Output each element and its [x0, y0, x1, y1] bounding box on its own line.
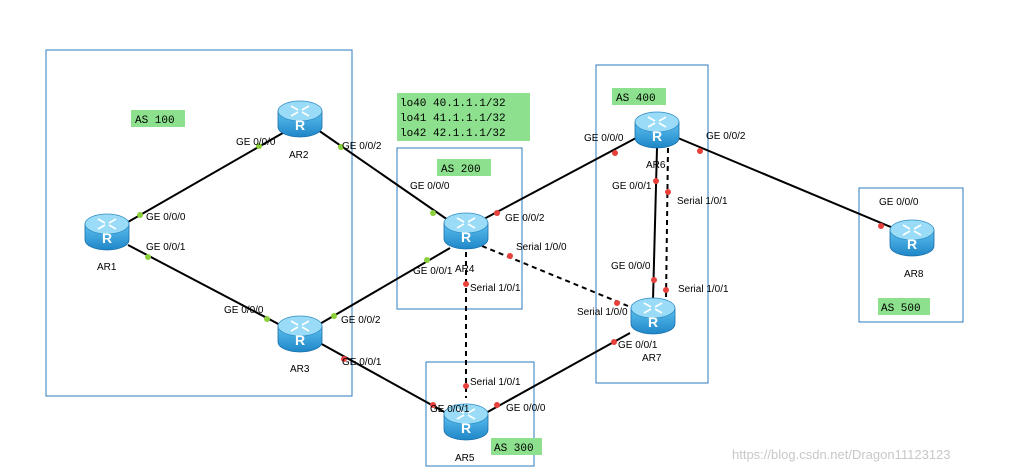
ar3-ge002-label: GE 0/0/2: [341, 315, 381, 326]
ar4-router-icon[interactable]: [443, 212, 489, 250]
as300-label: AS 300: [494, 443, 534, 455]
ar4-ge000-dot: [430, 210, 436, 216]
ar4-ge002-dot: [494, 210, 500, 216]
ar6-ge002-label: GE 0/0/2: [706, 131, 746, 142]
ar5-ge000-dot: [494, 402, 500, 408]
ar1-label: AR1: [97, 262, 117, 273]
ar3-label: AR3: [290, 364, 310, 375]
as100-label: AS 100: [135, 115, 175, 127]
link-ar6-ar8: [677, 137, 899, 231]
link-ar4-ar6: [481, 137, 637, 221]
ar3-ge002-dot: [331, 313, 337, 319]
ar5-s101-dot: [463, 383, 469, 389]
ar4-s101-label: Serial 1/0/1: [470, 283, 521, 294]
ar7-s100-label: Serial 1/0/0: [577, 307, 628, 318]
ar5-ge001-label: GE 0/0/1: [430, 404, 470, 415]
watermark: https://blog.csdn.net/Dragon11123123: [732, 447, 951, 462]
link-ar6-ar7-serial: [665, 147, 669, 301]
link-ar1-ar3: [127, 244, 287, 329]
ar6-ge001-label: GE 0/0/1: [612, 181, 652, 192]
ar4-ge001-label: GE 0/0/1: [413, 266, 453, 277]
ar7-s101-dot: [663, 287, 669, 293]
ar1-ge000-label: GE 0/0/0: [146, 212, 186, 223]
ar3-ge000-label: GE 0/0/0: [224, 305, 264, 316]
as200-box: [396, 147, 523, 310]
as500-label: AS 500: [881, 303, 921, 315]
ar6-ge000-dot: [612, 150, 618, 156]
link-ar4-ar7-serial: [481, 245, 629, 307]
ar4-s100-dot: [507, 253, 513, 259]
ar4-label: AR4: [455, 264, 475, 275]
ar8-label: AR8: [904, 269, 924, 280]
ar1-router-icon[interactable]: [84, 213, 130, 251]
link-ar3-ar4: [317, 247, 451, 326]
ar7-ge001-dot: [611, 339, 617, 345]
ar4-s101-dot: [463, 281, 469, 287]
ar3-router-icon[interactable]: [277, 315, 323, 353]
as400-label: AS 400: [616, 93, 656, 105]
ar8-router-icon[interactable]: [889, 219, 935, 257]
link-ar5-ar7: [483, 332, 631, 415]
ar5-label: AR5: [455, 453, 475, 464]
ar1-ge001-dot: [145, 254, 151, 260]
ar1-ge000-dot: [137, 212, 143, 218]
loopback-line-2: lo41 41.1.1.1/32: [400, 113, 506, 125]
as400-box: [595, 64, 709, 384]
ar2-ge000-label: GE 0/0/0: [236, 137, 276, 148]
as300-box: [425, 361, 535, 467]
ar5-ge001-dot: [430, 402, 436, 408]
as200-label: AS 200: [441, 164, 481, 176]
ar4-ge000-label: GE 0/0/0: [410, 181, 450, 192]
ar6-ge000-label: GE 0/0/0: [584, 133, 624, 144]
link-ar2-ar4: [317, 129, 449, 221]
ar7-ge000-dot: [651, 277, 657, 283]
ar6-ge002-dot: [697, 148, 703, 154]
ar6-label: AR6: [646, 160, 666, 171]
ar3-ge000-dot: [264, 316, 270, 322]
ar7-label: AR7: [642, 353, 662, 364]
ar3-ge001-label: GE 0/0/1: [342, 357, 382, 368]
as500-box: [858, 187, 964, 323]
ar2-label: AR2: [289, 150, 309, 161]
ar6-s101-label: Serial 1/0/1: [677, 196, 728, 207]
ar5-s101-label: Serial 1/0/1: [470, 377, 521, 388]
loopback-box: [397, 93, 530, 141]
ar3-ge001-dot: [341, 356, 347, 362]
ar7-router-icon[interactable]: [630, 297, 676, 335]
ar2-ge000-dot: [256, 143, 262, 149]
ar1-ge001-label: GE 0/0/1: [146, 242, 186, 253]
loopback-line-1: lo40 40.1.1.1/32: [400, 98, 506, 110]
ar2-ge002-label: GE 0/0/2: [342, 141, 382, 152]
loopback-line-3: lo42 42.1.1.1/32: [400, 128, 506, 140]
ar2-ge002-dot: [338, 144, 344, 150]
ar7-s100-dot: [614, 300, 620, 306]
ar7-ge001-label: GE 0/0/1: [618, 340, 658, 351]
ar2-router-icon[interactable]: [277, 100, 323, 138]
ar6-ge001-dot: [653, 178, 659, 184]
ar8-ge000-dot: [878, 223, 884, 229]
ar6-s101-dot: [665, 189, 671, 195]
ar8-ge000-label: GE 0/0/0: [879, 197, 919, 208]
link-ar3-ar5: [317, 341, 449, 415]
ar4-s100-label: Serial 1/0/0: [516, 242, 567, 253]
ar7-ge000-label: GE 0/0/0: [611, 261, 651, 272]
ar7-s101-label: Serial 1/0/1: [678, 284, 729, 295]
ar6-router-icon[interactable]: [634, 111, 680, 149]
ar4-ge001-dot: [424, 257, 430, 263]
as100-box: [45, 49, 353, 397]
ar4-ge002-label: GE 0/0/2: [505, 213, 545, 224]
ar5-ge000-label: GE 0/0/0: [506, 403, 546, 414]
link-ar6-ar7-ge: [652, 147, 658, 301]
